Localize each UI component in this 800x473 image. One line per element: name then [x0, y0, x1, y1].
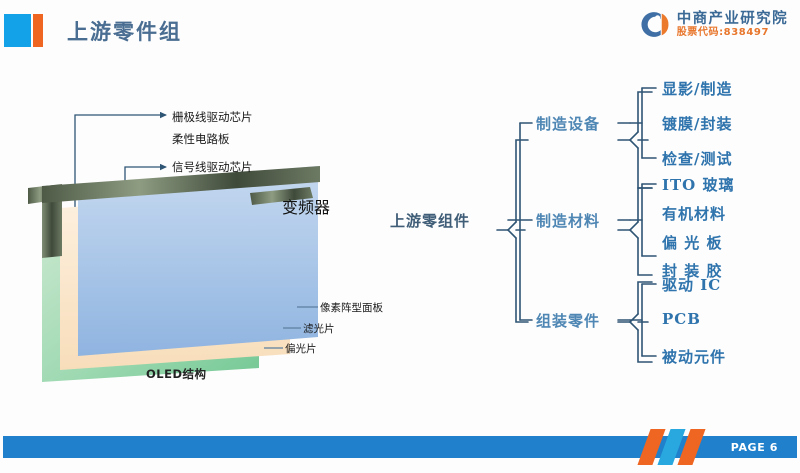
brand-logo: 中商产业研究院 股票代码:838497 [639, 9, 788, 40]
header-orange-block [33, 14, 43, 47]
tree-leaf-driver-ic: 驱动 IC [662, 276, 722, 294]
tree-leaf-pcb: PCB [662, 310, 701, 328]
supply-chain-tree: 上游零组件 制造设备 制造材料 组装零件 显影/制造 镀膜/封装 检查/测试 I… [380, 60, 800, 405]
tree-leaf-lithography-fabrication: 显影/制造 [662, 80, 733, 98]
oled-structure-diagram: 栅极线驱动芯片 柔性电路板 信号线驱动芯片 变频器 像素阵型面板 滤光片 偏光片… [0, 60, 400, 405]
brand-name: 中商产业研究院 [676, 10, 788, 27]
page-title: 上游零件组 [67, 19, 182, 44]
page-number: PAGE 6 [730, 441, 778, 454]
tree-node-assembly-parts: 组装零件 [536, 312, 601, 330]
callout-signal-driver: 信号线驱动芯片 [172, 160, 253, 174]
tree-leaf-polarizer-plate: 偏 光 板 [662, 234, 723, 252]
brand-logo-text: 中商产业研究院 股票代码:838497 [677, 11, 788, 38]
layer-label-color-filter: 滤光片 [303, 323, 335, 335]
oled-diagram-caption: OLED结构 [146, 367, 207, 381]
callout-flexible-pcb: 柔性电路板 [172, 132, 230, 146]
layer-label-pixel-panel: 像素阵型面板 [320, 302, 383, 314]
tree-leaf-passive-components: 被动元件 [662, 348, 727, 366]
layer-label-polarizer: 偏光片 [285, 343, 317, 355]
tree-leaf-coating-encapsulation: 镀膜/封装 [662, 115, 733, 133]
callout-inverter: 变频器 [282, 198, 331, 217]
tree-leaf-organic-materials: 有机材料 [662, 205, 727, 223]
tree-connector-lines [496, 91, 653, 363]
tree-node-root: 上游零组件 [390, 212, 471, 230]
tree-node-manufacturing-equipment: 制造设备 [536, 115, 601, 133]
tree-leaf-encapsulation-adhesive: 封 装 胶 [662, 262, 723, 280]
tree-connector-overlay [507, 87, 657, 357]
tree-leaf-ito-glass: ITO 玻璃 [662, 176, 735, 194]
oled-diagram-graphics [28, 111, 320, 382]
brand-stock-code: 股票代码:838497 [676, 27, 770, 39]
circle-c-logo-icon [641, 12, 669, 37]
tree-node-manufacturing-materials: 制造材料 [536, 212, 601, 230]
tree-leaf-inspection-testing: 检查/测试 [662, 150, 733, 168]
header-blue-block [4, 14, 31, 47]
callout-gate-driver: 栅极线驱动芯片 [172, 110, 253, 124]
footer-bar [3, 436, 797, 458]
